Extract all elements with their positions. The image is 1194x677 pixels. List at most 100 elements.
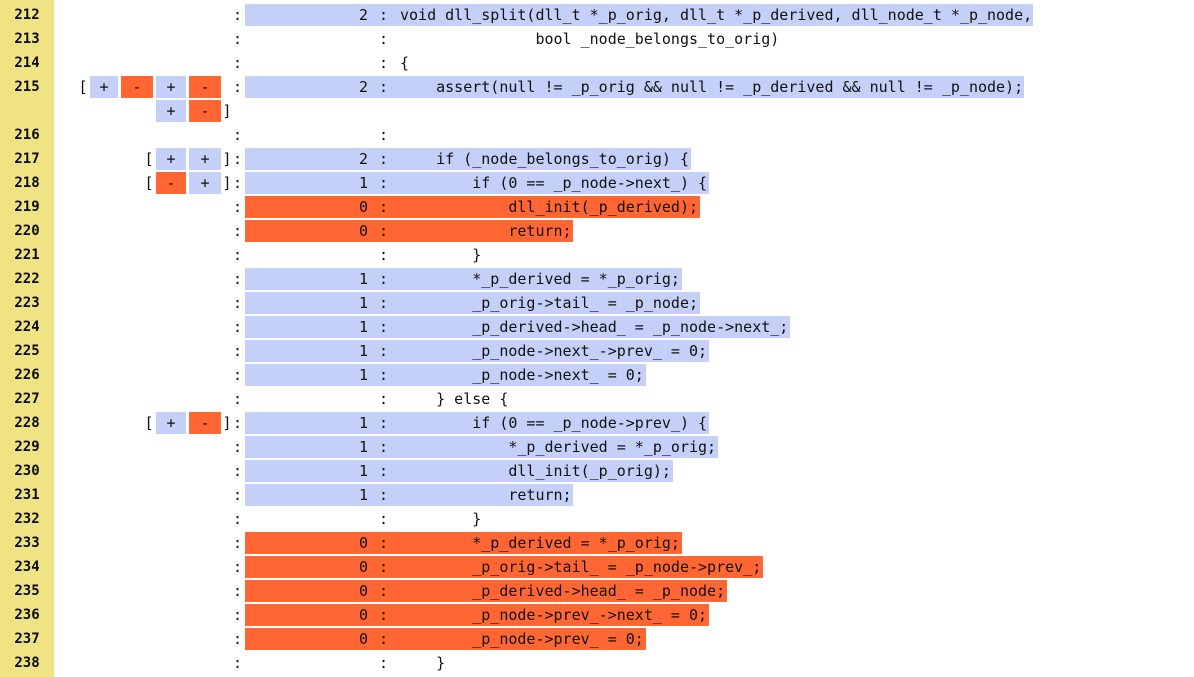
line-number: 214 (14, 55, 40, 71)
line-number: 212 (14, 7, 40, 23)
execution-count: 1 (358, 294, 368, 312)
column-separator: : (233, 222, 243, 240)
source-code: } (400, 510, 482, 528)
column-separator: : (379, 198, 389, 216)
covered-line-highlight (245, 76, 1025, 98)
source-code: bool _node_belongs_to_orig) (400, 30, 780, 48)
column-separator: : (233, 198, 243, 216)
execution-count: 1 (358, 438, 368, 456)
line-number: 226 (14, 367, 40, 383)
source-code: _p_node->next_ = 0; (400, 366, 644, 384)
line-number: 231 (14, 487, 40, 503)
branch-taken-marker: + (156, 100, 186, 122)
source-line: 224:1: _p_derived->head_ = _p_node->next… (0, 315, 1194, 339)
covered-line-highlight (245, 364, 646, 386)
uncovered-line-highlight (245, 628, 646, 650)
source-line: 229:1: *_p_derived = *_p_orig; (0, 435, 1194, 459)
column-separator: : (379, 606, 389, 624)
line-number: 233 (14, 535, 40, 551)
branch-not-taken-marker: - (156, 172, 186, 194)
branch-open-bracket: [ (144, 174, 154, 192)
branch-not-taken-marker: - (189, 412, 221, 434)
execution-count: 1 (358, 270, 368, 288)
source-code: void dll_split(dll_t *_p_orig, dll_t *_p… (400, 6, 1033, 24)
line-number: 234 (14, 559, 40, 575)
execution-count: 2 (358, 150, 368, 168)
uncovered-line-highlight (245, 604, 709, 626)
column-separator: : (379, 6, 389, 24)
column-separator: : (379, 270, 389, 288)
column-separator: : (379, 222, 389, 240)
column-separator: : (379, 342, 389, 360)
source-line: 235:0: _p_derived->head_ = _p_node; (0, 579, 1194, 603)
branch-taken-marker: + (189, 148, 221, 170)
covered-line-highlight (245, 412, 709, 434)
execution-count: 1 (358, 414, 368, 432)
column-separator: : (379, 78, 389, 96)
source-line: 212:2:void dll_split(dll_t *_p_orig, dll… (0, 3, 1194, 27)
execution-count: 2 (358, 6, 368, 24)
source-line: 236:0: _p_node->prev_->next_ = 0; (0, 603, 1194, 627)
column-separator: : (379, 318, 389, 336)
covered-line-highlight (245, 292, 700, 314)
source-code: _p_orig->tail_ = _p_node; (400, 294, 699, 312)
source-code: _p_orig->tail_ = _p_node->prev_; (400, 558, 762, 576)
source-code: _p_node->next_->prev_ = 0; (400, 342, 708, 360)
column-separator: : (379, 510, 389, 528)
execution-count (300, 243, 368, 267)
execution-count: 0 (358, 534, 368, 552)
line-number: 216 (14, 127, 40, 143)
branch-close-bracket: ] (222, 150, 232, 168)
column-separator: : (233, 6, 243, 24)
line-number: 235 (14, 583, 40, 599)
column-separator: : (379, 246, 389, 264)
line-number: 228 (14, 415, 40, 431)
column-separator: : (233, 246, 243, 264)
source-line: 232:: } (0, 507, 1194, 531)
column-separator: : (379, 294, 389, 312)
execution-count: 0 (358, 558, 368, 576)
column-separator: : (233, 558, 243, 576)
covered-line-highlight (245, 340, 709, 362)
column-separator: : (233, 630, 243, 648)
branch-taken-marker: + (156, 76, 186, 98)
column-separator: : (379, 558, 389, 576)
column-separator: : (379, 654, 389, 672)
source-code: if (_node_belongs_to_orig) { (400, 150, 689, 168)
execution-count: 2 (358, 78, 368, 96)
column-separator: : (233, 150, 243, 168)
column-separator: : (233, 270, 243, 288)
line-number: 217 (14, 151, 40, 167)
source-line: 215:2: assert(null != _p_orig && null !=… (0, 75, 1194, 99)
execution-count: 1 (358, 342, 368, 360)
column-separator: : (233, 366, 243, 384)
column-separator: : (233, 438, 243, 456)
uncovered-line-highlight (245, 556, 763, 578)
source-code: dll_init(_p_derived); (400, 198, 699, 216)
source-line: 217:2: if (_node_belongs_to_orig) { (0, 147, 1194, 171)
branch-open-bracket: [ (78, 78, 88, 96)
line-number: 232 (14, 511, 40, 527)
source-line: 230:1: dll_init(_p_orig); (0, 459, 1194, 483)
column-separator: : (379, 438, 389, 456)
column-separator: : (379, 54, 389, 72)
column-separator: : (379, 630, 389, 648)
source-code: *_p_derived = *_p_orig; (400, 270, 680, 288)
source-line: 220:0: return; (0, 219, 1194, 243)
column-separator: : (379, 534, 389, 552)
column-separator: : (233, 318, 243, 336)
source-line: 225:1: _p_node->next_->prev_ = 0; (0, 339, 1194, 363)
line-number-gutter (0, 0, 54, 677)
column-separator: : (233, 606, 243, 624)
source-code: _p_derived->head_ = _p_node->next_; (400, 318, 789, 336)
column-separator: : (233, 414, 243, 432)
covered-line-highlight (245, 172, 709, 194)
source-code: } else { (400, 390, 509, 408)
line-number: 213 (14, 31, 40, 47)
source-code: *_p_derived = *_p_orig; (400, 534, 680, 552)
source-line: 228:1: if (0 == _p_node->prev_) { (0, 411, 1194, 435)
column-separator: : (233, 486, 243, 504)
column-separator: : (379, 462, 389, 480)
column-separator: : (233, 390, 243, 408)
line-number: 225 (14, 343, 40, 359)
